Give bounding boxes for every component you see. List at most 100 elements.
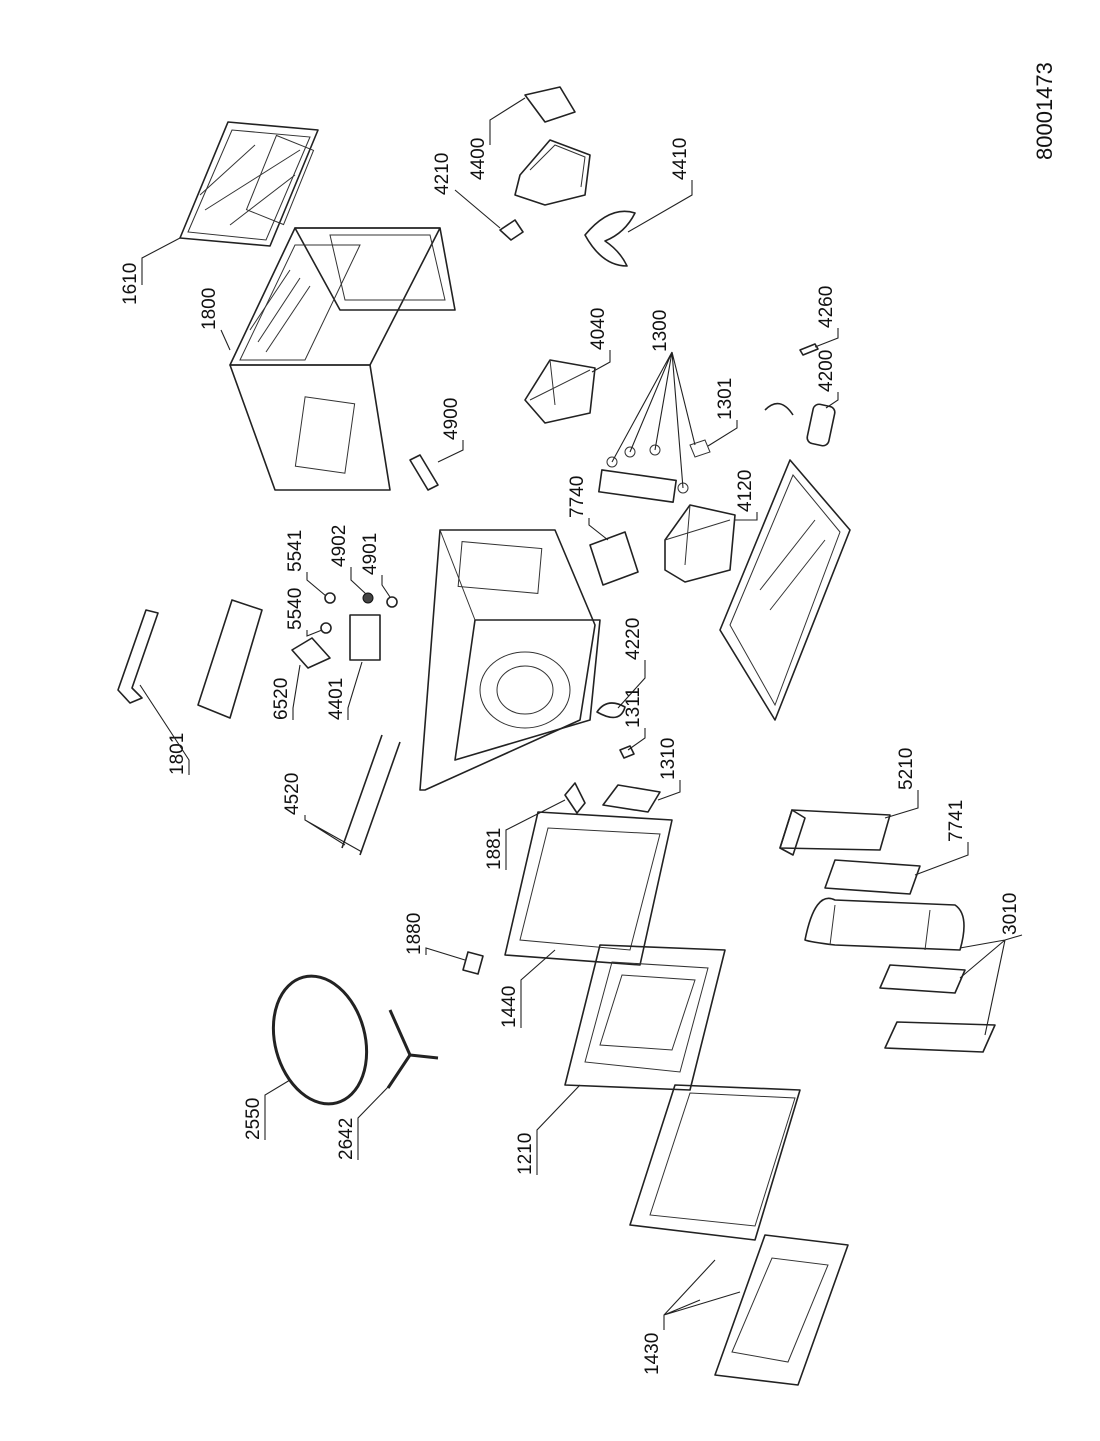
part-7740-mica-plate	[589, 531, 639, 586]
callout-1801: 1801	[139, 684, 190, 775]
callout-4410: 4410	[627, 138, 693, 233]
svg-text:1880: 1880	[404, 913, 425, 955]
part-1430-door-glass	[714, 1234, 849, 1386]
callout-2550: 2550	[243, 1079, 291, 1140]
svg-text:7740: 7740	[567, 476, 588, 518]
part-base-plate	[719, 459, 851, 721]
callout-1881: 1881	[484, 799, 566, 870]
part-door-outer	[629, 1084, 801, 1241]
part-3010-decal-b	[884, 1021, 996, 1053]
part-5210-control-frame	[779, 809, 891, 856]
part-1440-door-frame	[504, 811, 673, 966]
part-4200-capacitor	[764, 402, 836, 447]
callout-1311: 1311	[623, 687, 646, 751]
svg-text:4520: 4520	[282, 773, 303, 815]
part-1801-bracket	[117, 609, 159, 704]
svg-text:1881: 1881	[484, 828, 505, 870]
svg-text:4902: 4902	[329, 525, 350, 567]
callout-1301: 1301	[707, 378, 738, 447]
callout-6520: 6520	[271, 664, 301, 720]
callout-1800: 1800	[199, 288, 231, 351]
part-1210-door-inner	[564, 944, 726, 1091]
part-cavity	[419, 529, 601, 791]
callout-1610: 1610	[120, 237, 181, 305]
svg-text:4260: 4260	[816, 286, 837, 328]
callout-4900: 4900	[437, 398, 464, 463]
svg-text:4401: 4401	[326, 678, 347, 720]
part-5541	[324, 592, 336, 604]
svg-text:4220: 4220	[623, 618, 644, 660]
callout-7741: 7741	[914, 800, 969, 876]
svg-text:4040: 4040	[588, 308, 609, 350]
part-2642-coupler	[386, 1009, 439, 1089]
callout-1310: 1310	[657, 738, 681, 801]
svg-text:5541: 5541	[285, 530, 306, 572]
callout-3010: 3010	[959, 893, 1023, 1036]
callout-4400: 4400	[468, 97, 526, 180]
part-4410-fan-blade	[584, 210, 636, 267]
svg-text:4200: 4200	[816, 350, 837, 392]
svg-text:4900: 4900	[441, 398, 462, 440]
part-3010-decal-a	[879, 964, 966, 994]
callout-4200: 4200	[816, 350, 839, 409]
part-4900-holder	[409, 454, 439, 491]
part-4520-rails	[341, 734, 401, 856]
part-4401-bracket-block	[349, 614, 381, 661]
svg-text:1430: 1430	[642, 1333, 663, 1375]
svg-text:1311: 1311	[623, 687, 644, 728]
callout-4210: 4210	[432, 153, 501, 229]
document-number: 80001473	[1032, 62, 1057, 160]
callout-4220: 4220	[617, 618, 646, 709]
callout-4040: 4040	[588, 308, 611, 373]
callout-1880: 1880	[404, 913, 466, 961]
part-1880	[462, 951, 484, 975]
svg-text:4210: 4210	[432, 153, 453, 195]
callout-5210: 5210	[884, 748, 919, 819]
callout-2642: 2642	[336, 1084, 391, 1160]
part-4210-bracket	[499, 219, 524, 241]
callout-1430: 1430	[642, 1259, 741, 1375]
svg-text:3010: 3010	[1000, 893, 1021, 935]
part-4400-fan-motor	[514, 86, 591, 206]
callout-4902: 4902	[329, 525, 367, 595]
part-7741-panel	[824, 859, 921, 895]
part-1311	[619, 745, 635, 759]
svg-text:4120: 4120	[735, 470, 756, 512]
part-4040-transformer	[524, 359, 596, 424]
part-5540	[320, 622, 332, 634]
part-1300-switch-cluster	[598, 439, 711, 503]
part-4901	[386, 596, 398, 608]
svg-text:4901: 4901	[360, 533, 381, 575]
callout-1300: 1300	[611, 310, 696, 489]
part-1800-outer-cabinet	[229, 227, 456, 491]
svg-text:6520: 6520	[271, 678, 292, 720]
callout-4120: 4120	[735, 470, 758, 521]
svg-text:4400: 4400	[468, 138, 489, 180]
svg-text:5210: 5210	[896, 748, 917, 790]
part-4120-hv-transformer	[664, 504, 736, 583]
callout-1210: 1210	[515, 1084, 581, 1175]
svg-text:4410: 4410	[670, 138, 691, 180]
svg-text:1301: 1301	[715, 378, 736, 420]
callout-4901: 4901	[360, 533, 391, 598]
part-6520-lamp	[291, 637, 331, 669]
svg-text:5540: 5540	[285, 588, 306, 630]
svg-text:2550: 2550	[243, 1098, 264, 1140]
part-control-cover	[804, 897, 965, 951]
callout-1440: 1440	[499, 949, 556, 1028]
part-4260-diode	[799, 343, 819, 356]
callout-5541: 5541	[285, 530, 327, 597]
callout-4401: 4401	[326, 661, 363, 720]
part-side-panel	[197, 599, 263, 719]
svg-text:1310: 1310	[658, 738, 679, 780]
svg-text:1300: 1300	[650, 310, 671, 352]
part-1881	[564, 782, 586, 814]
callout-5540: 5540	[285, 588, 323, 637]
part-4902	[362, 592, 374, 604]
callout-4520: 4520	[282, 773, 363, 853]
part-2550-roller-ring	[271, 974, 369, 1106]
part-4220-turntable-motor	[596, 702, 626, 719]
svg-text:1800: 1800	[199, 288, 220, 330]
part-1310	[602, 784, 661, 813]
